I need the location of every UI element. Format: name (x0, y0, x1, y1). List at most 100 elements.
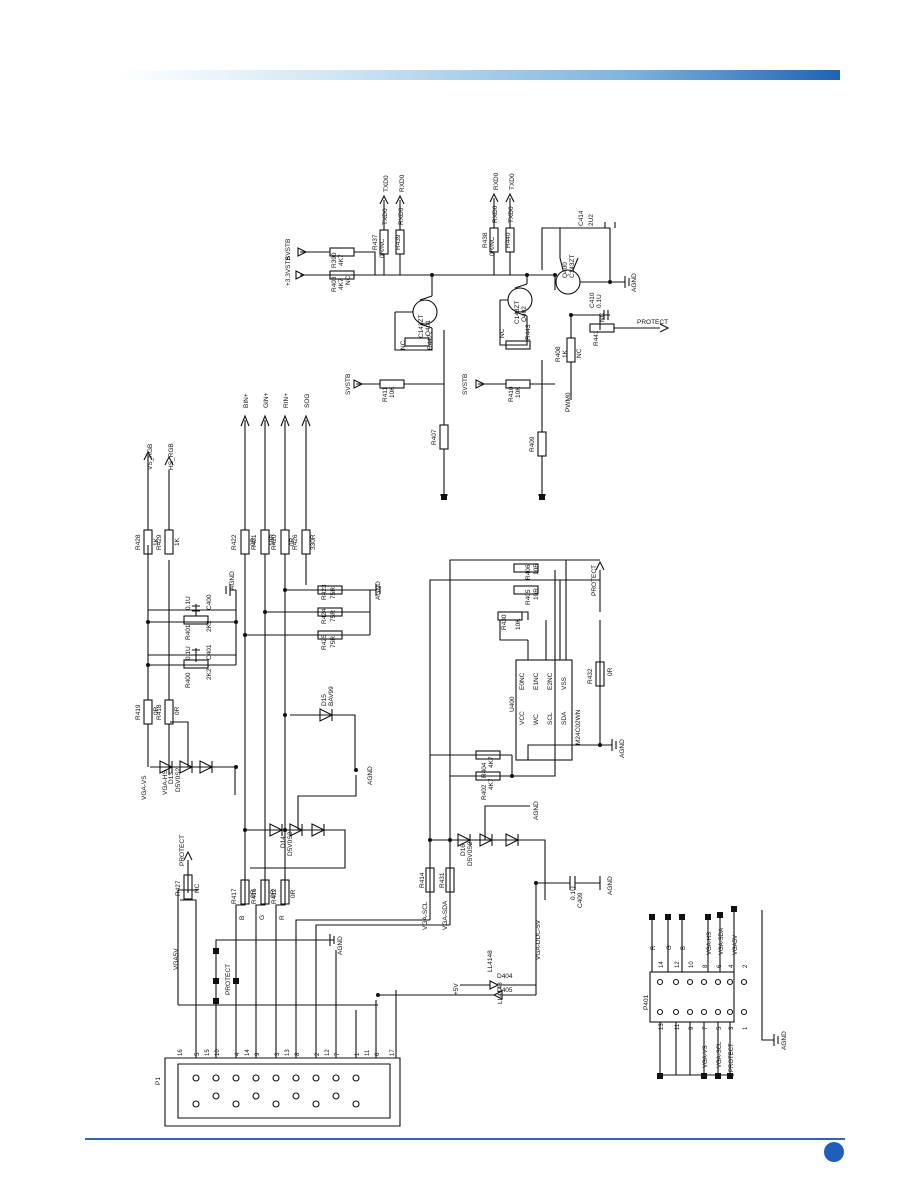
label-1k-b: 1K (174, 537, 181, 546)
label-r423: R423 (321, 584, 328, 600)
label-10k-b: 10K (389, 386, 396, 398)
label-r424: R424 (321, 608, 328, 624)
label-01u-a: 0.1U (185, 646, 192, 660)
u400-chip (515, 659, 573, 761)
label-d5v0s2-14: D5V0S2 (287, 831, 294, 856)
label-c143-3: C143ZT (569, 254, 576, 278)
label-d13: D13 (168, 772, 175, 784)
label-vga-hs: VGA-HS (162, 769, 169, 795)
label-d5v0s2-16: D5V0S2 (467, 841, 474, 866)
label-r401: R401 (185, 624, 192, 640)
p401-pin-9: 9 (689, 1026, 695, 1030)
p401-pin-3: 3 (729, 1026, 735, 1030)
p1-pin-labels: 16 5 15 10 4 14 9 3 13 8 2 12 7 1 11 6 1… (178, 1049, 396, 1056)
label-vga-vs: VGA-VS (141, 775, 148, 800)
label-protect-1: PROTECT (179, 835, 186, 866)
p1-pins (192, 1074, 360, 1108)
label-rxd0-2: RXD0 (492, 205, 499, 223)
p401-pin-4: 4 (729, 964, 735, 968)
label-1k-c: 1K (562, 349, 569, 358)
label-c143-1: C143ZT (418, 314, 425, 338)
label-ll4148-a: LL4148 (487, 950, 494, 972)
p1-pin-11: 11 (365, 1049, 371, 1056)
p1-pin-16: 16 (178, 1049, 184, 1056)
label-vs-rgb: VS_RGB (147, 444, 154, 470)
label-pin-vcc: VCC (519, 711, 526, 725)
label-r442: R442 (427, 334, 434, 350)
label-hs-rgb: HS_RGB (168, 443, 175, 470)
p401-pin-8: 8 (703, 964, 709, 968)
label-01u-b: 0.1U (185, 596, 192, 610)
label-gin: GIN+ (263, 392, 270, 408)
label-agnd-2: AGND (607, 876, 614, 895)
p1-connector-shell (164, 1057, 401, 1127)
p1-pin-7: 7 (335, 1052, 341, 1056)
p401-pin-12: 12 (675, 961, 681, 968)
label-r390: R390 (331, 252, 338, 268)
footer-rule (85, 1138, 845, 1140)
label-pwm0: PWM0 (565, 392, 572, 412)
label-pin-sda: SDA (561, 711, 568, 725)
label-sig-b: B (239, 916, 246, 920)
label-pin-wc: WC (533, 714, 540, 725)
p401-sig-sda: VGA-SDA (719, 928, 725, 955)
label-bin: BIN+ (243, 393, 250, 408)
p401-pin-2: 2 (743, 964, 749, 968)
label-nc-c410: NC (599, 312, 606, 322)
label-r409: R409 (529, 436, 536, 452)
label-txd0-2: TXD0 (508, 206, 515, 223)
label-d405: D405 (497, 987, 513, 994)
label-r425: R425 (321, 634, 328, 650)
label-agnd-9: AGND (781, 1031, 788, 1050)
label-q400: Q400 (562, 262, 569, 278)
label-0r-r418: 0R (174, 706, 181, 715)
p401-pin-6: 6 (717, 964, 723, 968)
label-d15: D15 (321, 694, 328, 706)
label-r431: R431 (439, 872, 446, 888)
label-agnd-8: AGND (631, 273, 638, 292)
label-p401: P401 (643, 994, 650, 1010)
p1-pin-17: 17 (390, 1049, 396, 1056)
label-c410: C410 (589, 292, 596, 308)
label-r416: R416 (251, 888, 258, 904)
label-nc-r408: NC (576, 348, 583, 358)
p401-sig-b: B (681, 946, 687, 950)
label-nc-r443: NC (499, 328, 506, 338)
label-0r-b: 0R (270, 889, 277, 898)
p401-sig-5v: VGA5V (733, 935, 739, 955)
label-svstb-1: SVSTB (345, 374, 352, 395)
label-75r-a: 75R (330, 636, 337, 648)
label-nc-r442: NC (400, 340, 407, 350)
p401-header (649, 971, 735, 1023)
label-r407: R407 (431, 429, 438, 445)
label-10r-b: 10R (533, 563, 540, 575)
label-2u2: 2U2 (588, 214, 595, 226)
label-d14: D14 (280, 836, 287, 848)
p1-pin-4: 4 (235, 1052, 241, 1056)
label-sig-r: R (279, 915, 286, 920)
label-pin-scl: SCL (547, 712, 554, 725)
label-r408: R408 (555, 346, 562, 362)
label-protect-3: PROTECT (591, 565, 598, 596)
p401-sig-scl: VGA-SCL (717, 1041, 723, 1068)
label-r402: R402 (481, 784, 488, 800)
label-r404: R404 (481, 762, 488, 778)
label-r430: R430 (501, 614, 508, 630)
label-r429: R429 (156, 534, 163, 550)
label-protect-2: PROTECT (225, 964, 232, 995)
label-0r-c: 0R (290, 889, 297, 898)
p401-sig-r: R (651, 945, 657, 950)
p401-labels: 13 11 9 7 5 3 1 14 12 10 8 6 4 2 R G B V… (651, 928, 749, 1072)
label-svstb-3: SVSTB (285, 239, 292, 260)
label-u400: U400 (509, 696, 516, 712)
label-r439: R439 (395, 234, 402, 250)
label-1k-a: 1K (153, 537, 160, 546)
label-0rnc-a: 0R/NC (379, 238, 386, 258)
label-01u-c409: 0.1U (570, 886, 577, 900)
label-rxd0-1: RXD0 (398, 207, 405, 225)
label-txd0-top2: TXD0 (509, 173, 516, 190)
label-r417: R417 (231, 888, 238, 904)
label-agnd-6: AGND (229, 571, 236, 590)
label-agnd-3: AGND (533, 801, 540, 820)
